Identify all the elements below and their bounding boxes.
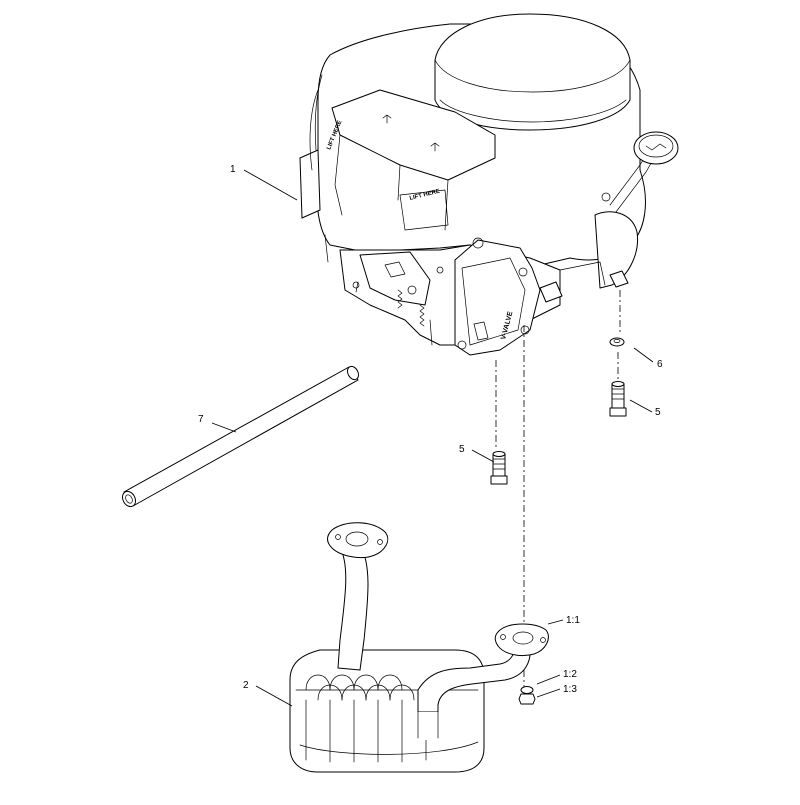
washer-item-6 [609, 337, 625, 347]
muffler-item-2 [289, 522, 549, 773]
callout-1-1: 1:1 [566, 615, 580, 626]
engine-assembly: LIFT HERE LIFT HERE [299, 13, 679, 356]
callout-7: 7 [198, 414, 204, 425]
callout-1: 1 [230, 164, 236, 175]
tube-item-7 [121, 365, 360, 508]
callout-labels: 1 7 2 5 6 5 1:1 1:2 1:3 [198, 164, 663, 695]
callout-2: 2 [243, 680, 249, 691]
callout-5-center: 5 [459, 444, 465, 455]
leader-lines [211, 169, 654, 707]
bolt-item-5-center [490, 451, 508, 485]
nut-item-1-3 [518, 693, 536, 705]
callout-6: 6 [657, 359, 663, 370]
lock-washer-item-1-2 [520, 686, 534, 694]
bolt-item-5-right [609, 381, 627, 417]
callout-1-2: 1:2 [563, 669, 577, 680]
callout-1-3: 1:3 [563, 684, 577, 695]
callout-5-right: 5 [655, 407, 661, 418]
